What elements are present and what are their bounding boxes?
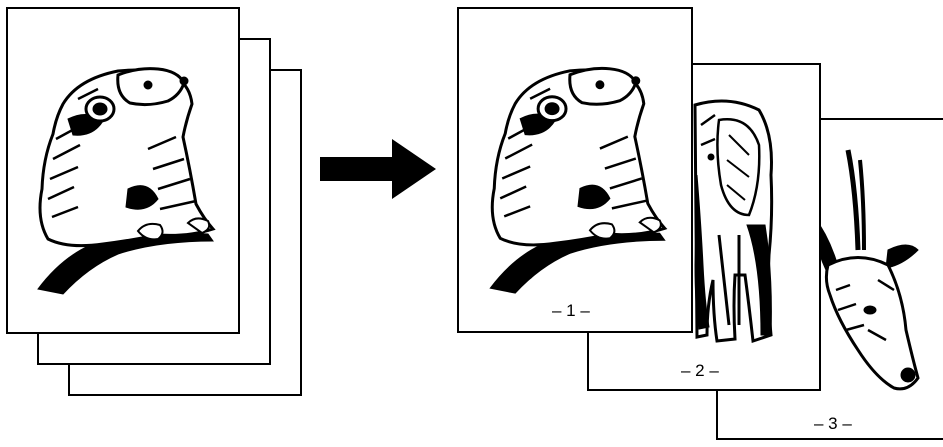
pika-illustration xyxy=(489,66,668,294)
elephant-illustration xyxy=(693,99,774,344)
input-sheet-front xyxy=(6,7,240,334)
pika-illustration xyxy=(37,67,216,295)
page-number-3: – 3 – xyxy=(814,414,852,433)
page-number-1: – 1 – xyxy=(552,301,590,320)
page-number-2: – 2 – xyxy=(681,361,719,380)
right-arrow-icon xyxy=(320,139,436,199)
output-page-1: – 1 – xyxy=(457,7,693,333)
